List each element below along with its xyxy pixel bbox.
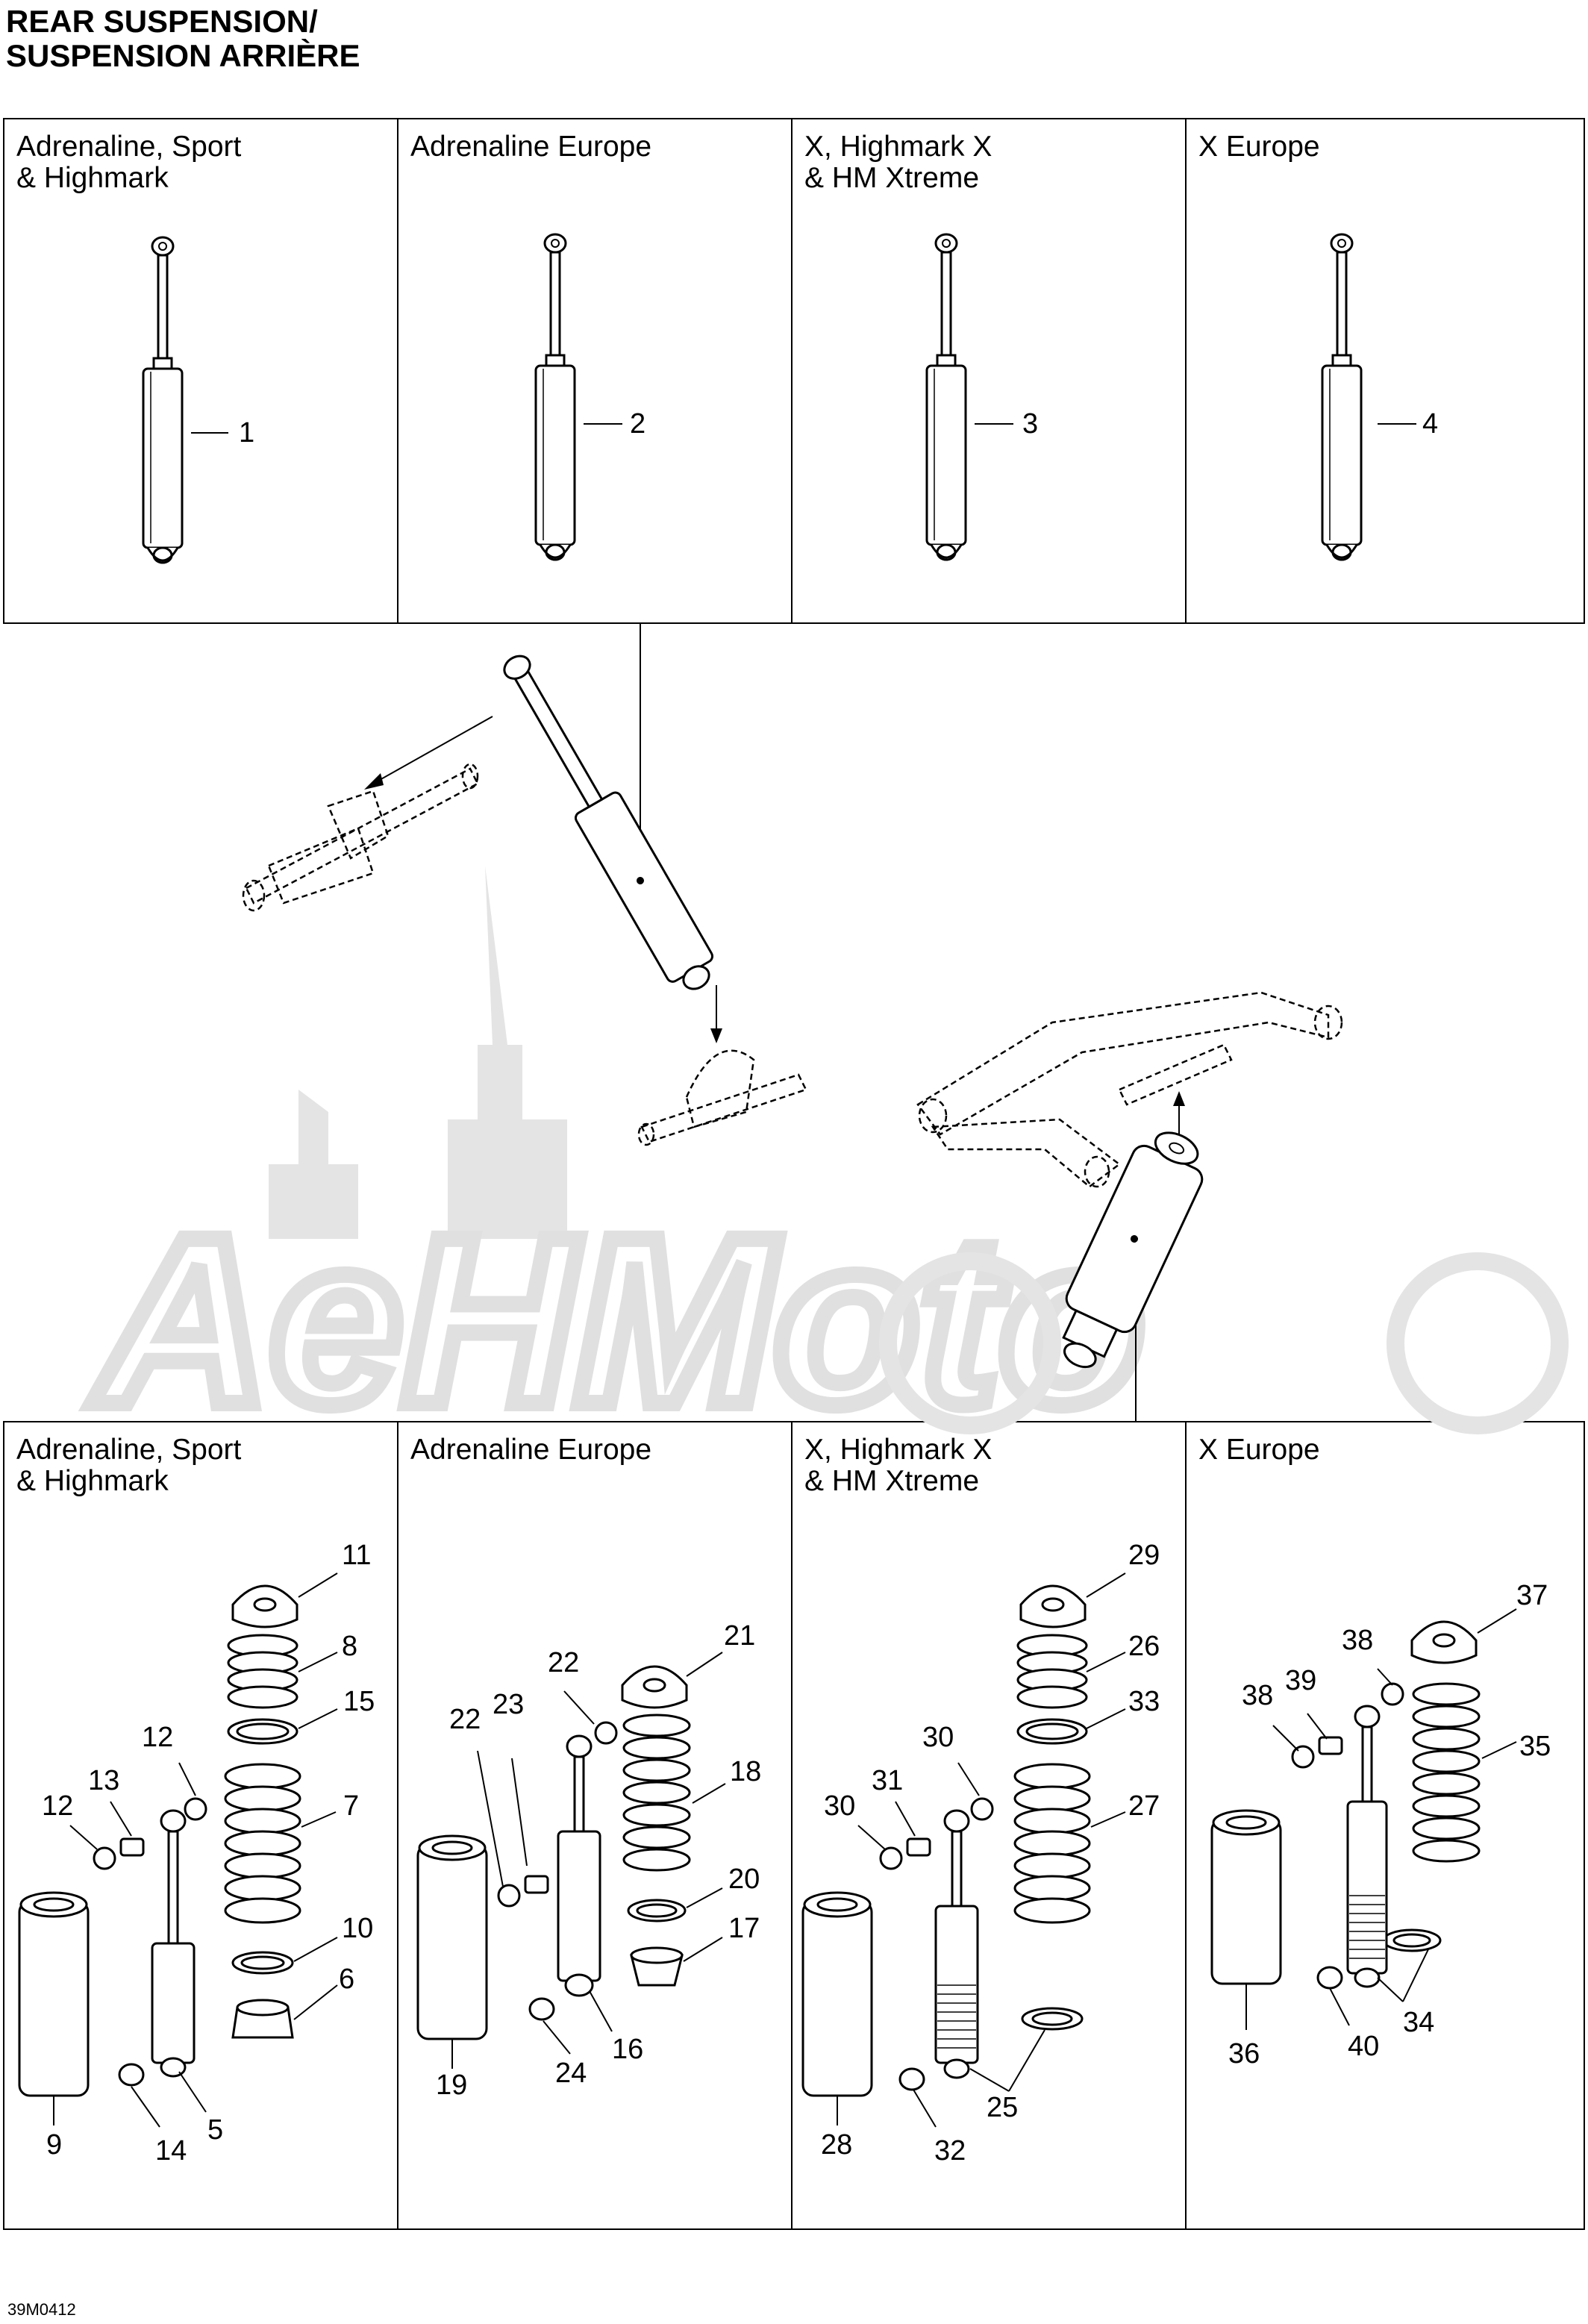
callout-15: 15 <box>343 1686 375 1717</box>
spring-27 <box>1013 1763 1091 1924</box>
callout-27: 27 <box>1128 1790 1160 1822</box>
callout-24: 24 <box>555 2058 587 2089</box>
rear-arm-assembly <box>916 991 1343 1188</box>
panel-2-parts <box>416 1665 691 2040</box>
shock-absorber-4 <box>1321 233 1363 561</box>
bottom-panel-2-label: Adrenaline Europe <box>410 1434 652 1466</box>
callout-22-upper: 22 <box>548 1647 579 1678</box>
callout-12-lower: 12 <box>42 1790 73 1822</box>
installed-rear-shock <box>1062 1131 1204 1369</box>
callout-22-lower: 22 <box>449 1704 481 1735</box>
callout-11: 11 <box>342 1540 371 1571</box>
top-panel-4-label: X Europe <box>1198 131 1320 163</box>
callout-10: 10 <box>342 1913 373 1944</box>
shock-absorber-3 <box>925 233 967 561</box>
top-panel-1-label: Adrenaline, Sport & Highmark <box>16 131 242 194</box>
callout-18: 18 <box>730 1756 761 1787</box>
callout-33: 33 <box>1128 1686 1160 1717</box>
callout-4: 4 <box>1422 408 1438 440</box>
callout-29: 29 <box>1128 1540 1160 1571</box>
callout-12-upper: 12 <box>142 1722 173 1753</box>
rear-shock-bracket <box>637 1049 807 1146</box>
callout-23: 23 <box>493 1689 524 1720</box>
bottom-panel-1-label: Adrenaline, Sport & Highmark <box>16 1434 242 1497</box>
callout-7: 7 <box>343 1790 359 1822</box>
callout-38-lower: 38 <box>1242 1680 1273 1711</box>
callout-20: 20 <box>728 1864 760 1895</box>
spring-35 <box>1412 1682 1481 1863</box>
callout-38-upper: 38 <box>1342 1625 1373 1656</box>
callout-32: 32 <box>934 2135 966 2167</box>
panel-1-parts <box>18 1584 301 2097</box>
bottom-panel-3-label: X, Highmark X & HM Xtreme <box>804 1434 992 1497</box>
title-line-1: REAR SUSPENSION/ <box>6 4 318 39</box>
top-panel-3-label: X, Highmark X & HM Xtreme <box>804 131 992 194</box>
callout-34: 34 <box>1403 2007 1434 2038</box>
watermark: AeHMoto <box>81 866 1569 1462</box>
callout-28: 28 <box>821 2129 852 2161</box>
callout-40: 40 <box>1348 2031 1379 2062</box>
callout-16: 16 <box>612 2034 643 2065</box>
spring-18 <box>622 1714 691 1872</box>
callout-30-upper: 30 <box>922 1722 954 1753</box>
callout-1: 1 <box>239 417 254 449</box>
arrow-to-rear-bracket <box>710 985 722 1043</box>
bottom-panel-4-label: X Europe <box>1198 1434 1320 1466</box>
callout-31: 31 <box>872 1765 903 1796</box>
top-panel-4 <box>1185 118 1585 624</box>
front-arm-bracket <box>242 763 479 912</box>
watermark-text: AeHMoto <box>90 1187 1145 1454</box>
callout-2: 2 <box>630 408 645 440</box>
spring-7 <box>224 1763 301 1924</box>
bottom-leader-lines <box>53 1572 1517 2128</box>
installed-front-shock <box>503 655 714 990</box>
top-panel-2-label: Adrenaline Europe <box>410 131 652 163</box>
callout-13: 13 <box>88 1765 119 1796</box>
spring-8 <box>227 1634 298 1709</box>
callout-9: 9 <box>46 2129 62 2161</box>
callout-5: 5 <box>207 2114 223 2146</box>
shock-absorber-1 <box>142 236 184 564</box>
callout-30-lower: 30 <box>824 1790 855 1822</box>
callout-19: 19 <box>436 2070 467 2101</box>
callout-37: 37 <box>1516 1580 1548 1611</box>
panel-3-parts <box>801 1584 1091 2097</box>
callout-6: 6 <box>339 1964 354 1995</box>
shock-absorber-2 <box>534 233 576 561</box>
callout-21: 21 <box>724 1620 755 1652</box>
title-line-2: SUSPENSION ARRIÈRE <box>6 38 360 73</box>
callout-35: 35 <box>1519 1731 1551 1762</box>
drawing-code: 39M0412 <box>7 2300 76 2319</box>
callout-3: 3 <box>1022 408 1038 440</box>
arrow-to-front-bracket <box>364 716 493 790</box>
callout-25: 25 <box>987 2092 1018 2123</box>
callout-36: 36 <box>1228 2038 1260 2070</box>
panel-4-parts <box>1210 1620 1481 1990</box>
top-leader-lines <box>191 423 1416 434</box>
callout-39: 39 <box>1285 1665 1316 1696</box>
callout-8: 8 <box>342 1631 357 1662</box>
callout-26: 26 <box>1128 1631 1160 1662</box>
bottom-panel-4 <box>1185 1421 1585 2230</box>
callout-14: 14 <box>155 2135 187 2167</box>
spring-26 <box>1016 1634 1088 1709</box>
callout-17: 17 <box>728 1913 760 1944</box>
